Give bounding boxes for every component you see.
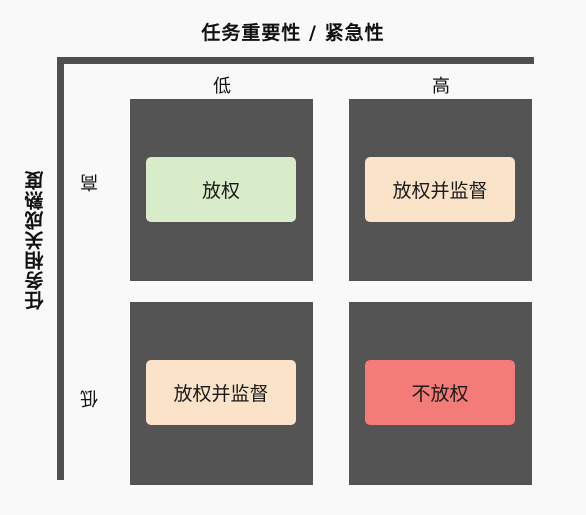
vertical-axis-line <box>57 57 64 480</box>
quadrant-high-maturity-high-importance: 放权并监督 <box>349 99 532 281</box>
delegate-and-supervise-box: 放权并监督 <box>365 157 515 222</box>
maturity-axis-title: 任务相关成熟度 <box>24 170 47 310</box>
row-label-high: 高 <box>80 174 101 192</box>
delegate-and-supervise-box: 放权并监督 <box>146 360 296 425</box>
horizontal-axis-line <box>57 57 534 64</box>
row-label-low: 低 <box>80 390 101 408</box>
quadrant-low-maturity-low-importance: 放权并监督 <box>130 302 313 485</box>
no-delegation-box: 不放权 <box>365 360 515 425</box>
importance-urgency-axis-title: 任务重要性 / 紧急性 <box>201 22 385 44</box>
delegate-box: 放权 <box>146 157 296 222</box>
quadrant-high-maturity-low-importance: 放权 <box>130 99 313 281</box>
quadrant-low-maturity-high-importance: 不放权 <box>349 302 532 485</box>
column-label-low: 低 <box>213 76 231 97</box>
column-label-high: 高 <box>432 76 450 97</box>
